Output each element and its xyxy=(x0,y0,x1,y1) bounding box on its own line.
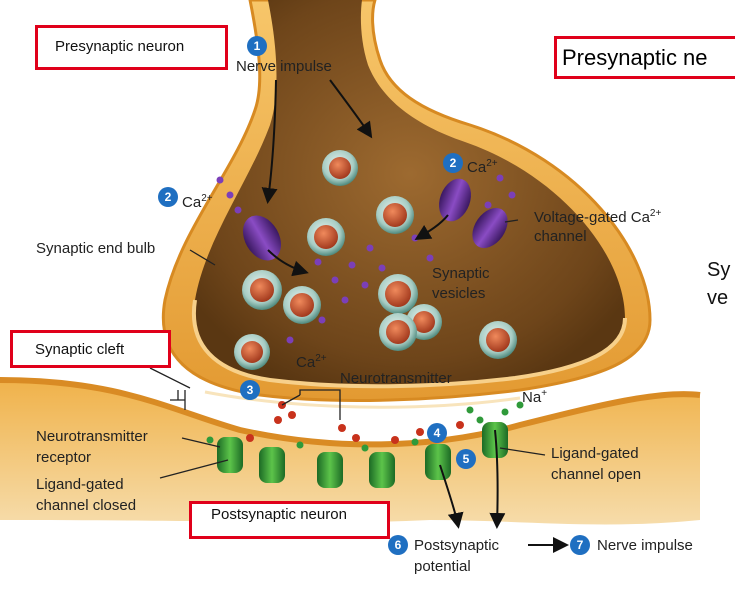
synaptic-end-bulb-label: Synaptic end bulb xyxy=(36,240,156,257)
step-number-4: 4 xyxy=(434,426,441,440)
presynaptic-neuron-label-right: Presynaptic ne xyxy=(562,45,708,70)
ca-label-center: Ca2+ xyxy=(296,353,327,371)
step-badge-5 xyxy=(456,449,476,469)
postsynaptic-neuron-label: Postsynaptic neuron xyxy=(211,506,347,523)
step-number-5: 5 xyxy=(463,452,470,466)
presynaptic-neuron-box xyxy=(35,25,228,70)
neurotransmitter-molecules xyxy=(246,401,464,444)
ligand-closed-label-1: Ligand-gated xyxy=(36,476,124,493)
process-arrows xyxy=(261,79,569,553)
ligand-gated-channels xyxy=(217,422,508,488)
right-cutoff-text-2: ve xyxy=(707,287,729,309)
postsynaptic-potential-label-2: potential xyxy=(414,558,471,575)
postsynaptic-neuron-box xyxy=(189,501,390,539)
voltage-gated-ca-channels xyxy=(243,178,508,261)
postsynaptic-membrane xyxy=(0,380,700,525)
step-badge-4 xyxy=(427,423,447,443)
synaptic-vesicles-label-2: vesicles xyxy=(432,285,486,302)
nt-receptor-label-1: Neurotransmitter xyxy=(36,428,148,445)
channel-label: channel xyxy=(534,228,587,245)
postsynaptic-potential-label-1: Postsynaptic xyxy=(414,537,500,554)
step-number-2a: 2 xyxy=(165,190,172,204)
presynaptic-neuron-box-right xyxy=(554,36,735,79)
step-badge-7 xyxy=(570,535,590,555)
step-badges xyxy=(158,36,590,555)
step-badge-1 xyxy=(247,36,267,56)
presynaptic-neuron-label: Presynaptic neuron xyxy=(55,38,185,55)
ligand-open-label-2: channel open xyxy=(551,466,642,483)
ca-label-top-right: Ca2+ xyxy=(467,158,498,176)
synaptic-cleft-box xyxy=(10,330,171,368)
voltage-gated-label: Voltage-gated Ca2+ xyxy=(534,208,662,226)
step-number-6: 6 xyxy=(395,538,402,552)
step-number-1: 1 xyxy=(254,39,261,53)
step-badge-6 xyxy=(388,535,408,555)
nerve-impulse-bottom-label: Nerve impulse xyxy=(597,537,693,554)
neurotransmitter-label: Neurotransmitter xyxy=(340,370,452,387)
step-badge-2b xyxy=(443,153,463,173)
pointer-lines xyxy=(149,219,546,479)
step-number-3: 3 xyxy=(247,383,254,397)
nt-receptor-label-2: receptor xyxy=(36,449,92,466)
step-badge-2a xyxy=(158,187,178,207)
calcium-ions xyxy=(216,174,516,344)
synaptic-cleft-label: Synaptic cleft xyxy=(35,341,125,358)
ligand-open-label-1: Ligand-gated xyxy=(551,445,639,462)
synaptic-vesicles-label-1: Synaptic xyxy=(432,265,490,282)
step-number-7: 7 xyxy=(577,538,584,552)
step-badge-3 xyxy=(240,380,260,400)
ca-label-left: Ca2+ xyxy=(182,193,213,211)
nerve-impulse-top-label: Nerve impulse xyxy=(236,58,332,75)
step-number-2b: 2 xyxy=(450,156,457,170)
sodium-ions xyxy=(206,401,524,452)
synaptic-vesicles xyxy=(234,150,517,370)
right-cutoff-text-1: Sy xyxy=(707,259,731,281)
ligand-closed-label-2: channel closed xyxy=(36,497,137,514)
na-label: Na+ xyxy=(522,388,548,406)
